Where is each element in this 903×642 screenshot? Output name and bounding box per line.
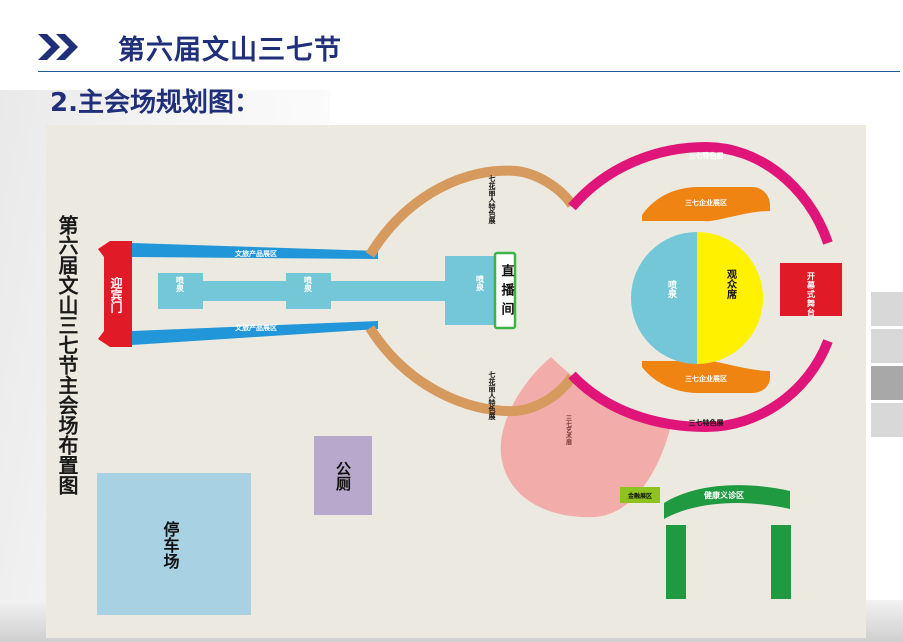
sanqi-special-top-label: 三七特色展 [689, 151, 725, 160]
finance-zone-label: 金融展区 [627, 492, 652, 500]
decorative-tile [871, 403, 903, 437]
enterprise-zone-bottom [642, 360, 770, 393]
toilet [314, 436, 372, 515]
parking-label: 停车场 [161, 520, 180, 570]
fountain-2-label: 喷泉 [303, 275, 313, 293]
health-zone-post-left [666, 525, 686, 599]
entrance-gate-label: 迎宾门 [109, 276, 123, 314]
fountain-1 [158, 273, 203, 309]
double-chevron-icon [38, 34, 78, 60]
opening-stage-label: 开幕式舞台 [806, 272, 816, 317]
qihua-top-label: 七花丽人特色展 [488, 174, 497, 225]
opening-stage [780, 263, 842, 316]
qihua-arc-top [365, 165, 577, 258]
fountain-4 [631, 232, 697, 364]
venue-map: 第六届文山三七节主会场布置图 停车场 公厕 迎宾门 文旅产品展区 文旅产品展区 … [46, 125, 866, 638]
fountain-4-label: 喷泉 [666, 279, 678, 299]
fountain-3-label: 喷泉 [475, 274, 485, 292]
fountain-spine-2 [331, 281, 445, 301]
page-title: 第六届文山三七节 [118, 35, 342, 66]
enterprise-zone-top [642, 187, 770, 222]
broadcast-room-label: 直播间 [499, 263, 515, 321]
audience-seats [697, 232, 763, 364]
broadcast-room [493, 251, 517, 330]
audience-seats-label: 观众席 [725, 269, 737, 300]
fountain-3 [445, 256, 503, 325]
culture-zone-bottom [132, 321, 378, 345]
culture-zone-bottom-label: 文旅产品展区 [235, 323, 277, 332]
enterprise-zone-top-label: 三七企业展区 [685, 198, 727, 207]
decorative-tile [871, 366, 903, 400]
art-zone-label: 三七艺术展 [565, 415, 572, 446]
culture-zone-top [132, 243, 378, 259]
sanqi-special-bottom-label: 三七特色展 [689, 418, 725, 427]
title-divider [38, 71, 900, 72]
culture-zone-top-label: 文旅产品展区 [235, 249, 277, 258]
toilet-label: 公厕 [334, 461, 352, 492]
fountain-2 [286, 273, 331, 309]
health-zone-label: 健康义诊区 [704, 490, 744, 500]
finance-zone [620, 487, 660, 503]
qihua-bottom-label: 七花丽人特色展 [488, 370, 497, 421]
health-zone-post-right [771, 525, 791, 599]
map-title: 第六届文山三七节主会场布置图 [55, 215, 79, 495]
sanqi-special-arc-bottom [568, 339, 833, 433]
health-zone-arch [664, 485, 790, 519]
sanqi-special-arc-top [568, 141, 833, 245]
decorative-tile [871, 292, 903, 326]
qihua-arc-bottom [365, 325, 577, 417]
right-decorative-tiles [871, 292, 903, 440]
fountain-spine-1 [203, 281, 286, 301]
parking-lot [97, 473, 251, 615]
venue-map-drawing: 停车场 公厕 迎宾门 文旅产品展区 文旅产品展区 喷泉 喷泉 喷泉 直播间 三七… [97, 141, 842, 615]
enterprise-zone-bottom-label: 三七企业展区 [685, 374, 727, 383]
fountain-1-label: 喷泉 [175, 275, 185, 293]
entrance-gate [98, 241, 132, 347]
decorative-tile [871, 329, 903, 363]
section-subtitle: 2.主会场规划图： [50, 88, 260, 118]
